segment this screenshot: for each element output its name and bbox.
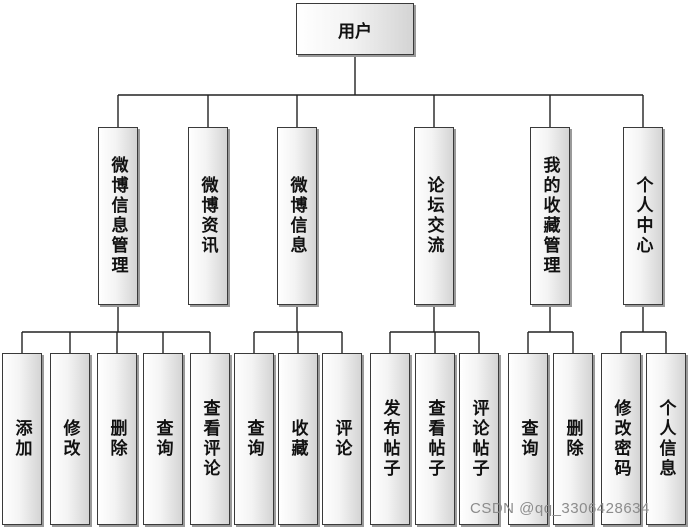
leaf-delete: 删除 — [97, 353, 137, 525]
leaf-view-comments: 查看评论 — [190, 353, 230, 525]
leaf-add: 添加 — [2, 353, 42, 525]
leaf-query: 查询 — [234, 353, 274, 525]
leaf-label: 修改密码 — [610, 399, 631, 479]
leaf-label: 修改 — [59, 419, 80, 459]
leaf-label: 查询 — [243, 419, 264, 459]
leaf-label: 删除 — [106, 419, 127, 459]
module-label: 微博信息 — [286, 176, 307, 256]
leaf-label: 查看评论 — [199, 399, 220, 479]
leaf-label: 发布帖子 — [379, 399, 400, 479]
leaf-comment: 评论 — [322, 353, 362, 525]
module-personal-center: 个人中心 — [623, 127, 663, 305]
leaf-label: 个人信息 — [655, 399, 676, 479]
leaf-view-posts: 查看帖子 — [415, 353, 455, 525]
leaf-query: 查询 — [143, 353, 183, 525]
leaf-label: 评论 — [331, 419, 352, 459]
leaf-query: 查询 — [508, 353, 548, 525]
leaf-label: 查询 — [152, 419, 173, 459]
leaf-delete: 删除 — [553, 353, 593, 525]
leaf-label: 查询 — [517, 419, 538, 459]
module-my-favorites: 我的收藏管理 — [530, 127, 570, 305]
leaf-label: 删除 — [562, 419, 583, 459]
leaf-label: 添加 — [11, 419, 32, 459]
leaf-comment-post: 评论帖子 — [459, 353, 499, 525]
leaf-change-password: 修改密码 — [601, 353, 641, 525]
module-weibo-news: 微博资讯 — [188, 127, 228, 305]
leaf-favorite: 收藏 — [278, 353, 318, 525]
leaf-edit: 修改 — [50, 353, 90, 525]
module-label: 微博信息管理 — [107, 156, 128, 276]
leaf-label: 收藏 — [287, 419, 308, 459]
module-label: 我的收藏管理 — [539, 156, 560, 276]
leaf-personal-info: 个人信息 — [646, 353, 686, 525]
root-node-user: 用户 — [296, 3, 414, 55]
leaf-publish-post: 发布帖子 — [370, 353, 410, 525]
module-label: 个人中心 — [632, 176, 653, 256]
watermark: CSDN @qq_3306428634 — [470, 500, 650, 517]
root-label: 用户 — [338, 21, 372, 42]
module-forum: 论坛交流 — [414, 127, 454, 305]
module-label: 论坛交流 — [423, 176, 444, 256]
module-weibo-info-management: 微博信息管理 — [98, 127, 138, 305]
module-label: 微博资讯 — [197, 176, 218, 256]
leaf-label: 查看帖子 — [424, 399, 445, 479]
module-weibo-info: 微博信息 — [277, 127, 317, 305]
leaf-label: 评论帖子 — [468, 399, 489, 479]
